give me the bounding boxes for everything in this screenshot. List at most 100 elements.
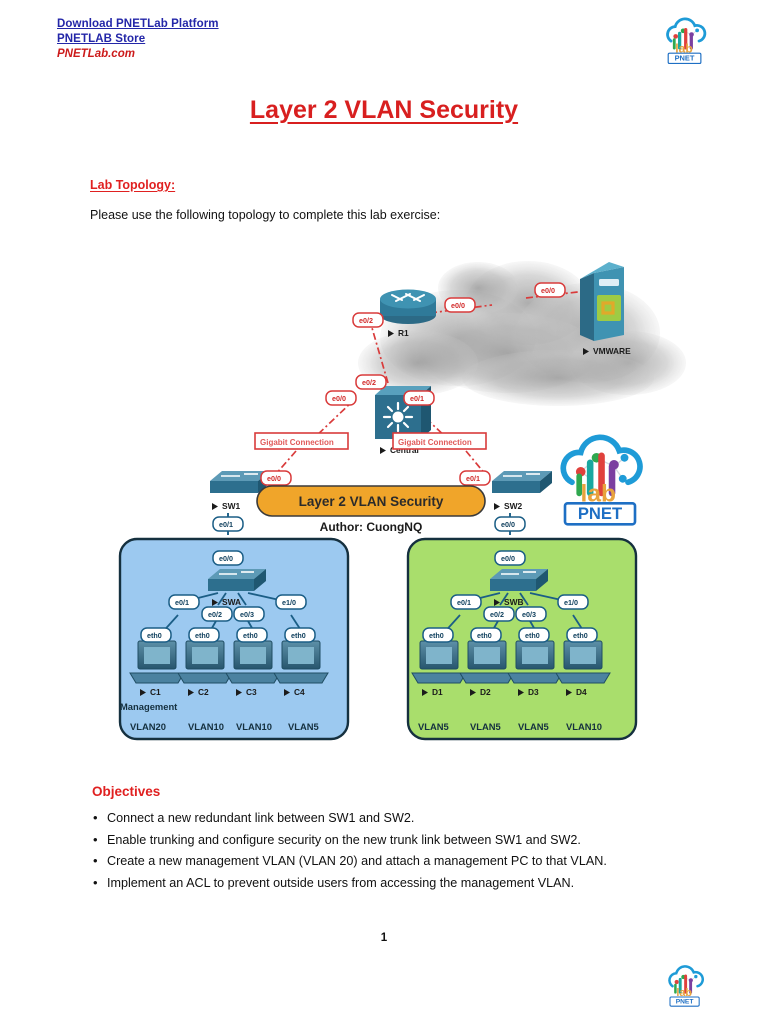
svg-text:eth0: eth0 [291,631,306,640]
svg-text:e0/0: e0/0 [541,286,555,295]
logo-pnet-text-footer: PNET [676,999,694,1006]
objectives-heading: Objectives [92,784,161,799]
iface-d1-eth0: eth0 [422,627,454,643]
switch-sw2-icon [492,471,552,493]
pc-c4-icon [273,640,329,684]
node-label-swb: SWB [504,597,524,607]
page-number: 1 [380,932,388,944]
logo-lab-text: lab [675,41,693,55]
node-label-central: Central [390,445,419,455]
svg-text:eth0: eth0 [147,631,162,640]
iface-swb-p4: e1/0 [557,594,589,610]
svg-text:e0/0: e0/0 [219,554,233,563]
topology-author-label: Author: CuongNQ [320,520,423,534]
vlan-label-d2: VLAN5 [470,721,501,732]
download-pnetlab-platform-link[interactable]: Download PNETLab Platform [57,18,219,30]
iface-c4-eth0: eth0 [284,627,316,643]
svg-text:e0/0: e0/0 [332,394,346,403]
pnet-logo-footer-icon: lab PNET [668,965,704,1007]
pnet-logo-header: lab PNET [657,14,713,70]
vlan-label-d1: VLAN5 [418,721,449,732]
management-note: Management [120,701,177,712]
left-vlan-group-box [118,537,350,741]
iface-swb-p2: e0/2 [483,606,515,622]
host-label-c4: C4 [294,687,305,697]
svg-text:e0/1: e0/1 [219,520,233,529]
node-label-sw2: SW2 [504,501,522,511]
iface-central-left: e0/0 [325,390,357,406]
pnet-logo-large-icon: lab PNET [560,434,643,526]
objective-item: Implement an ACL to prevent outside user… [92,872,692,895]
svg-text:eth0: eth0 [477,631,492,640]
svg-text:eth0: eth0 [429,631,444,640]
svg-text:eth0: eth0 [525,631,540,640]
svg-text:e0/0: e0/0 [451,301,465,310]
iface-central-up: e0/2 [355,374,387,390]
pc-c2-icon [177,640,233,684]
svg-text:e0/2: e0/2 [490,610,504,619]
pnetlab-site-text: PNETLab.com [57,48,135,61]
node-label-vmware: VMWARE [593,346,631,356]
vlan-label-c4: VLAN5 [288,721,319,732]
objective-item: Enable trunking and configure security o… [92,829,692,852]
vlan-label-d4: VLAN10 [566,721,602,732]
svg-text:e1/0: e1/0 [282,598,296,607]
iface-swa-up: e0/0 [212,550,244,566]
host-label-d2: D2 [480,687,491,697]
iface-c3-eth0: eth0 [236,627,268,643]
svg-text:eth0: eth0 [243,631,258,640]
topology-banner: Layer 2 VLAN Security [256,485,486,517]
logo-pnet-text: PNET [675,54,695,63]
iface-d4-eth0: eth0 [566,627,598,643]
pc-c1-icon [129,640,185,684]
svg-text:e0/0: e0/0 [501,554,515,563]
pnet-logo-icon: lab PNET [666,17,707,65]
objective-item: Create a new management VLAN (VLAN 20) a… [92,850,692,873]
topology-diagram: R1 VMWARE [88,243,688,743]
svg-text:e0/2: e0/2 [208,610,222,619]
iface-sw1-down: e0/1 [212,516,244,532]
vlan-label-d3: VLAN5 [518,721,549,732]
iface-c2-eth0: eth0 [188,627,220,643]
vlan-label-c2: VLAN10 [188,721,224,732]
svg-text:e1/0: e1/0 [564,598,578,607]
logo-pnet-text-large: PNET [578,504,622,523]
svg-text:e0/2: e0/2 [362,378,376,387]
router-r1-icon [380,289,436,324]
host-label-d1: D1 [432,687,443,697]
iface-swa-p3: e0/3 [233,606,265,622]
host-label-c2: C2 [198,687,209,697]
pnetlab-store-link[interactable]: PNETLAB Store [57,32,146,45]
gigabit-connection-left-label: Gigabit Connection [260,438,334,447]
topology-banner-label: Layer 2 VLAN Security [299,494,444,509]
svg-text:e0/1: e0/1 [175,598,189,607]
host-label-d3: D3 [528,687,539,697]
pc-d3-icon [507,640,563,684]
iface-vmware-left: e0/0 [534,282,566,298]
svg-text:e0/0: e0/0 [501,520,515,529]
pnet-logo-footer: lab PNET [660,962,710,1012]
svg-text:e0/0: e0/0 [267,474,281,483]
svg-text:e0/2: e0/2 [359,316,373,325]
objectives-list: Connect a new redundant link between SW1… [92,807,692,895]
node-label-swa: SWA [222,597,241,607]
vlan-label-c3: VLAN10 [236,721,272,732]
topology-svg: R1 VMWARE [118,261,686,741]
svg-text:eth0: eth0 [573,631,588,640]
switch-sw1-icon [210,471,270,493]
switch-swa-icon [208,569,266,591]
host-label-c1: C1 [150,687,161,697]
pc-d1-icon [411,640,467,684]
iface-r1-right: e0/0 [444,297,476,313]
iface-swa-p2: e0/2 [201,606,233,622]
objective-item: Connect a new redundant link between SW1… [92,807,692,830]
iface-swb-up: e0/0 [494,550,526,566]
lab-topology-heading: Lab Topology: [90,178,176,192]
header-links: Download PNETLab Platform PNETLAB Store … [57,17,219,62]
page-title-text: Layer 2 VLAN Security [249,96,519,124]
iface-c1-eth0: eth0 [140,627,172,643]
gigabit-connection-right-label: Gigabit Connection [398,438,472,447]
iface-swb-p1: e0/1 [450,594,482,610]
iface-swa-p1: e0/1 [168,594,200,610]
